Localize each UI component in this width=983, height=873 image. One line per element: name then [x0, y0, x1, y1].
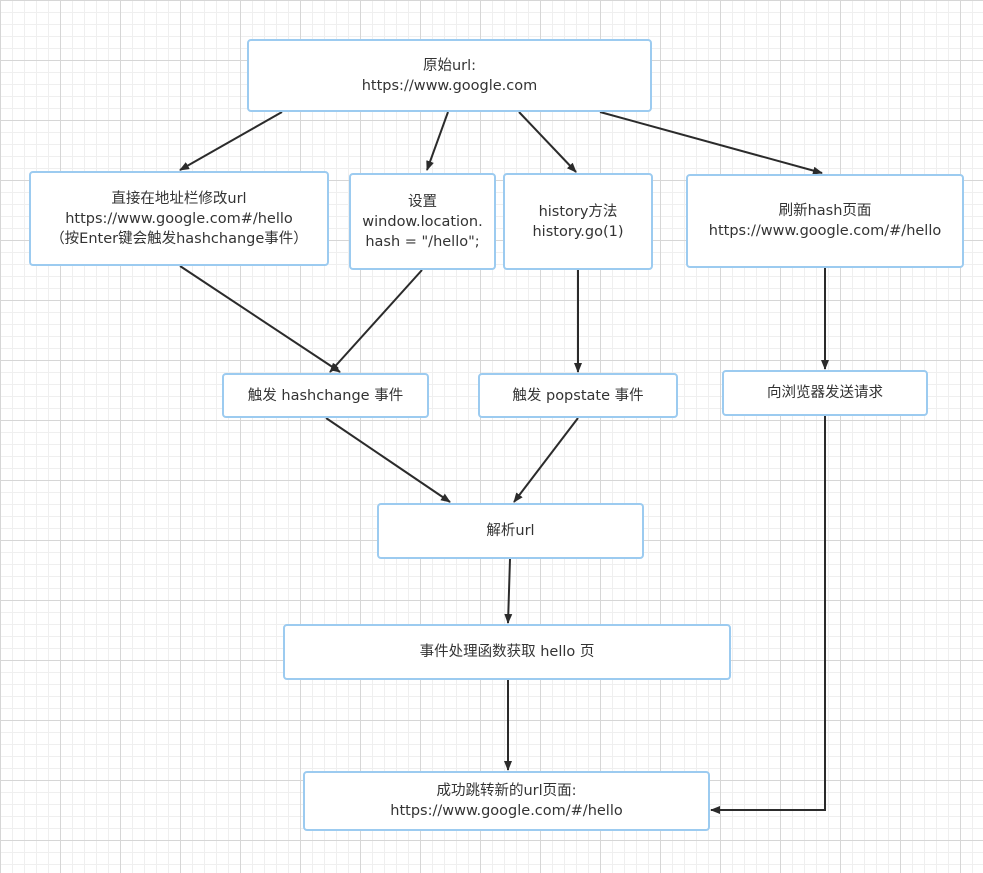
arrow-parse-url-to-handler [504, 558, 513, 624]
refresh-hash-page-label: 刷新hash页面 [778, 203, 872, 219]
arrow-set-hash-to-hashchange [329, 269, 423, 373]
arrow-original-to-set-hash [426, 111, 449, 171]
set-location-hash-label: 设置 [408, 193, 437, 210]
history-method-label: history方法 [538, 203, 618, 220]
arrow-popstate-to-parse-url [513, 417, 579, 503]
set-location-hash-code-2: hash = "/hello"; [365, 233, 480, 250]
hashchange-event-label: 触发 hashchange 事件 [247, 387, 404, 404]
event-handler-node: 事件处理函数获取 hello 页 [283, 624, 731, 680]
send-request-node: 向浏览器发送请求 [722, 370, 928, 416]
arrow-original-to-history-method [518, 111, 577, 173]
original-url-label: 原始url: [422, 57, 477, 74]
history-method-code: history.go(1) [532, 223, 624, 240]
navigation-result-label: 成功跳转新的url页面: [436, 783, 577, 799]
arrow-hashchange-to-parse-url [325, 417, 451, 503]
history-method-node: history方法 history.go(1) [503, 173, 653, 270]
set-location-hash-node: 设置 window.location. hash = "/hello"; [349, 173, 496, 270]
navigation-result-node: 成功跳转新的url页面: https://www.google.com/#/he… [303, 771, 710, 831]
arrow-send-request-to-result [710, 416, 826, 814]
popstate-event-node: 触发 popstate 事件 [478, 373, 678, 418]
original-url-node: 原始url: https://www.google.com [247, 39, 652, 112]
edit-address-bar-node: 直接在地址栏修改url https://www.google.com#/hell… [29, 171, 329, 266]
set-location-hash-code-1: window.location. [362, 213, 483, 230]
original-url-value: https://www.google.com [361, 77, 538, 94]
parse-url-label: 解析url [486, 523, 535, 539]
refresh-hash-page-url: https://www.google.com/#/hello [708, 223, 942, 239]
edit-address-bar-label: 直接在地址栏修改url [111, 190, 247, 207]
popstate-event-label: 触发 popstate 事件 [512, 387, 644, 404]
edit-address-bar-note: （按Enter键会触发hashchange事件） [50, 230, 308, 247]
event-handler-label: 事件处理函数获取 hello 页 [419, 644, 595, 660]
arrow-edit-address-to-hashchange [179, 265, 341, 373]
edit-address-bar-url: https://www.google.com#/hello [65, 210, 293, 227]
hashchange-event-node: 触发 hashchange 事件 [222, 373, 429, 418]
send-request-label: 向浏览器发送请求 [767, 385, 883, 401]
arrow-original-to-refresh-hash [599, 111, 823, 175]
arrow-original-to-edit-address [179, 111, 283, 171]
parse-url-node: 解析url [377, 503, 644, 559]
navigation-result-url: https://www.google.com/#/hello [390, 803, 623, 819]
refresh-hash-page-node: 刷新hash页面 https://www.google.com/#/hello [686, 174, 964, 268]
